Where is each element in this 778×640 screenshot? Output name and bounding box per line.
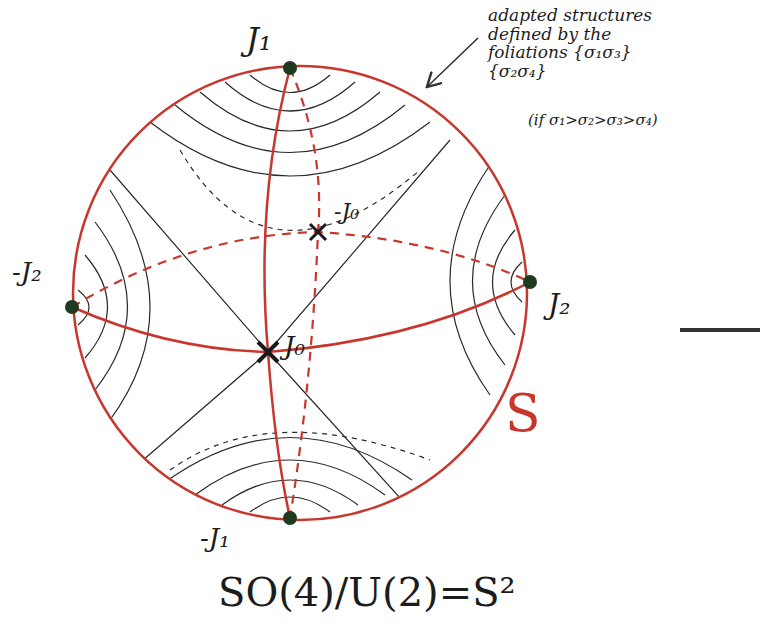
sphere-label: S bbox=[505, 385, 541, 442]
point-label: J₂ bbox=[548, 290, 570, 321]
quotient-formula: SO(4)/U(2)=S² bbox=[218, 570, 516, 614]
point-label: -J₂ bbox=[12, 258, 42, 287]
point-label: -J₀ bbox=[334, 200, 359, 224]
condition-note: (if σ₁>σ₂>σ₃>σ₄) bbox=[528, 112, 658, 129]
point-label: J₀ bbox=[284, 332, 305, 361]
point-label: -J₁ bbox=[200, 524, 230, 553]
point-label: J₁ bbox=[246, 22, 272, 57]
annotation-note: adapted structures defined by the foliat… bbox=[488, 6, 688, 81]
